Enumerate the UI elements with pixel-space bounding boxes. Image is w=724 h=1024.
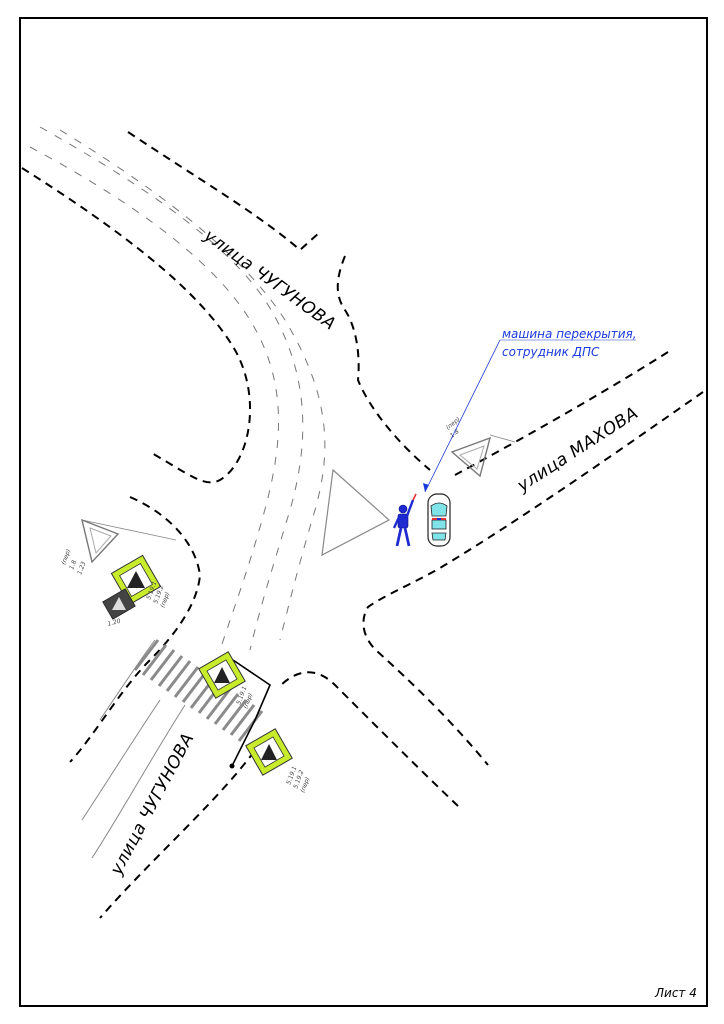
lane-3: [59, 129, 326, 641]
lane-2: [39, 126, 304, 651]
pedestrian-icon: [214, 667, 230, 683]
sign-a-label-3: 1.23: [76, 561, 87, 576]
callout-leader: [424, 339, 501, 493]
traffic-island: [321, 468, 391, 557]
sheet-number: Лист 4: [654, 986, 697, 1000]
pedestrian-icon: [127, 571, 145, 588]
sign-b-label-2: 1.8: [449, 428, 461, 440]
warning-sign-group-right: (пер) 1.8: [445, 416, 516, 478]
edge-corner-bottom: [277, 671, 459, 807]
street-label-makhova: улица МАХОВА: [513, 403, 642, 497]
street-label-chugunova-top: улица ЧУГУНОВА: [199, 225, 339, 334]
warning-triangle-icon: [450, 436, 492, 478]
sign-d-label: 1.20: [107, 618, 122, 628]
police-car-icon: [427, 493, 451, 547]
sign-a-label-2: 1.8: [68, 559, 78, 571]
warning-triangle-icon: [81, 518, 120, 564]
pedestrian-icon: [112, 597, 126, 610]
warning-sign-group-left: (пер) 1.8 1.23: [60, 518, 177, 576]
callout-line-1: машина перекрытия,: [502, 327, 637, 341]
pedestrian-sign-group-2: 5.19.1 (пер): [198, 651, 254, 710]
barrier-post: [229, 763, 235, 769]
edge-makhova-bottom: [362, 391, 704, 766]
lane-1: [29, 146, 280, 651]
road-edges: [21, 131, 704, 919]
pedestrian-sign-group-1: 5.19.1 5.19.2 (пер) 1.20: [102, 554, 171, 628]
pedestrian-icon: [261, 744, 277, 760]
edge-chugunova-right-top: [127, 131, 321, 252]
crosswalk-lines: [81, 639, 186, 859]
edge-chugunova-left: [21, 167, 252, 484]
edge-makhova-top: [454, 351, 669, 476]
edge-corner-top: [336, 255, 431, 471]
crosswalk: [133, 639, 264, 742]
barrier-line: [231, 659, 271, 767]
lane-markings: [29, 126, 326, 651]
street-label-chugunova-bottom: улица ЧУГУНОВА: [106, 730, 198, 879]
edge-chugunova-left-bottom: [69, 496, 202, 763]
pedestrian-sign-group-3: 5.19.1 5.19.2 (пер): [245, 728, 311, 794]
callout-line-2: сотрудник ДПС: [502, 345, 600, 359]
traffic-officer-icon: [392, 493, 417, 547]
sheet-border: [19, 17, 708, 1007]
callout-arrow: [423, 483, 429, 492]
edge-chugunova-right-bottom: [99, 739, 263, 919]
